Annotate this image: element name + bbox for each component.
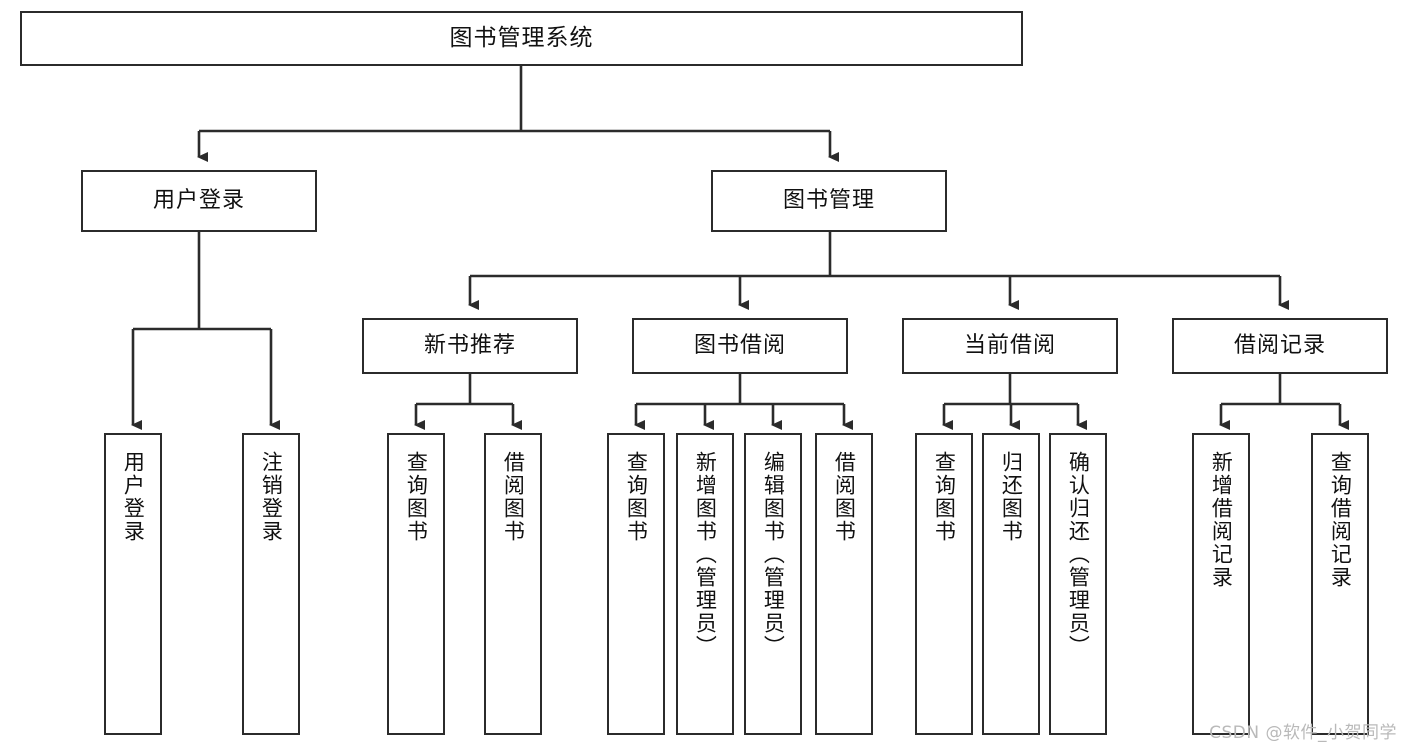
node-label: 查询图书 [404, 451, 429, 543]
leaf-logout[interactable]: 注销登录 [242, 433, 300, 735]
node-label: 查询图书 [932, 451, 957, 543]
node-label: 用户登录 [121, 451, 146, 543]
leaf-record-query[interactable]: 查询借阅记录 [1311, 433, 1369, 735]
node-label: 图书借阅 [693, 333, 786, 359]
leaf-current-return-book[interactable]: 归还图书 [982, 433, 1040, 735]
node-label: 图书管理 [782, 188, 875, 214]
leaf-borrow-edit-book-admin[interactable]: 编辑图书（管理员） [744, 433, 802, 735]
node-book-borrow[interactable]: 图书借阅 [632, 318, 848, 374]
node-label: 查询图书 [624, 451, 649, 543]
leaf-borrow-add-book-admin[interactable]: 新增图书（管理员） [676, 433, 734, 735]
leaf-newbook-query-book[interactable]: 查询图书 [387, 433, 445, 735]
leaf-newbook-borrow-book[interactable]: 借阅图书 [484, 433, 542, 735]
node-label: 新增图书（管理员） [693, 451, 718, 658]
leaf-user-login[interactable]: 用户登录 [104, 433, 162, 735]
node-label: 确认归还（管理员） [1066, 451, 1091, 658]
node-label: 借阅图书 [832, 451, 857, 543]
node-label: 图书管理系统 [449, 25, 594, 52]
node-user-login[interactable]: 用户登录 [81, 170, 317, 232]
watermark: CSDN @软件_小贺同学 [1209, 723, 1397, 743]
node-book-management[interactable]: 图书管理 [711, 170, 947, 232]
node-label: 注销登录 [259, 451, 284, 543]
node-label: 用户登录 [152, 188, 245, 214]
node-new-book-recommend[interactable]: 新书推荐 [362, 318, 578, 374]
node-borrow-record[interactable]: 借阅记录 [1172, 318, 1388, 374]
leaf-borrow-borrow-book[interactable]: 借阅图书 [815, 433, 873, 735]
leaf-borrow-query-book[interactable]: 查询图书 [607, 433, 665, 735]
node-label: 查询借阅记录 [1328, 451, 1353, 589]
node-label: 编辑图书（管理员） [761, 451, 786, 658]
node-label: 借阅记录 [1233, 333, 1326, 359]
node-label: 借阅图书 [501, 451, 526, 543]
node-label: 当前借阅 [963, 333, 1056, 359]
leaf-current-confirm-return-admin[interactable]: 确认归还（管理员） [1049, 433, 1107, 735]
node-label: 新书推荐 [423, 333, 516, 359]
node-label: 归还图书 [999, 451, 1024, 543]
node-root-system[interactable]: 图书管理系统 [20, 11, 1023, 66]
leaf-record-add[interactable]: 新增借阅记录 [1192, 433, 1250, 735]
node-current-borrow[interactable]: 当前借阅 [902, 318, 1118, 374]
node-label: 新增借阅记录 [1209, 451, 1234, 589]
leaf-current-query-book[interactable]: 查询图书 [915, 433, 973, 735]
